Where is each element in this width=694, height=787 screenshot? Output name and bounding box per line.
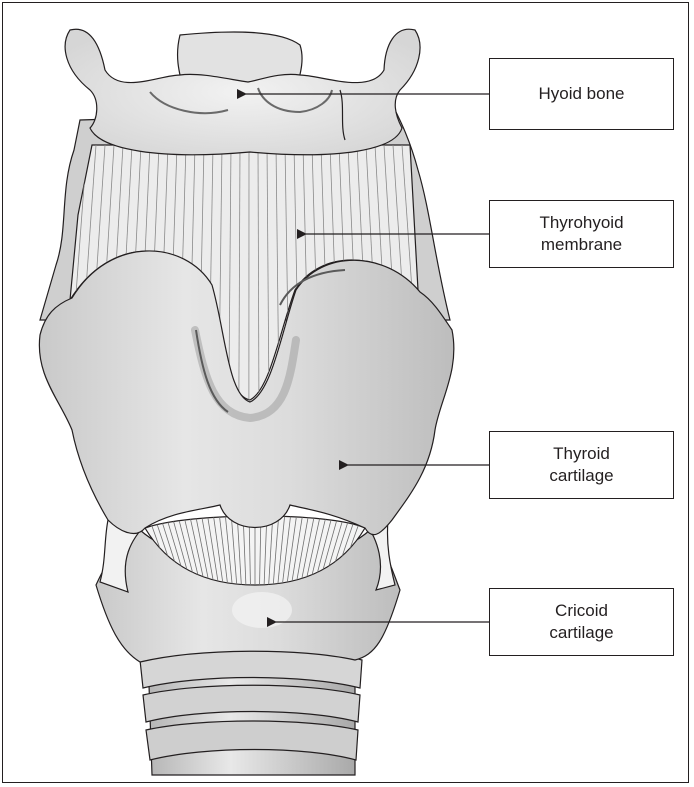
label-cricoid-cartilage: Cricoid cartilage <box>489 588 674 656</box>
label-cricoid-line1: Cricoid <box>555 600 608 622</box>
label-hyoid-line1: Hyoid bone <box>538 83 624 105</box>
label-thyroid-cartilage: Thyroid cartilage <box>489 431 674 499</box>
label-membrane-line1: Thyrohyoid <box>539 212 623 234</box>
label-hyoid-bone: Hyoid bone <box>489 58 674 130</box>
label-thyroid-line2: cartilage <box>549 465 613 487</box>
hyoid-bone <box>65 29 420 155</box>
trachea <box>140 649 362 775</box>
label-thyrohyoid-membrane: Thyrohyoid membrane <box>489 200 674 268</box>
label-thyroid-line1: Thyroid <box>553 443 610 465</box>
label-cricoid-line2: cartilage <box>549 622 613 644</box>
label-membrane-line2: membrane <box>541 234 622 256</box>
